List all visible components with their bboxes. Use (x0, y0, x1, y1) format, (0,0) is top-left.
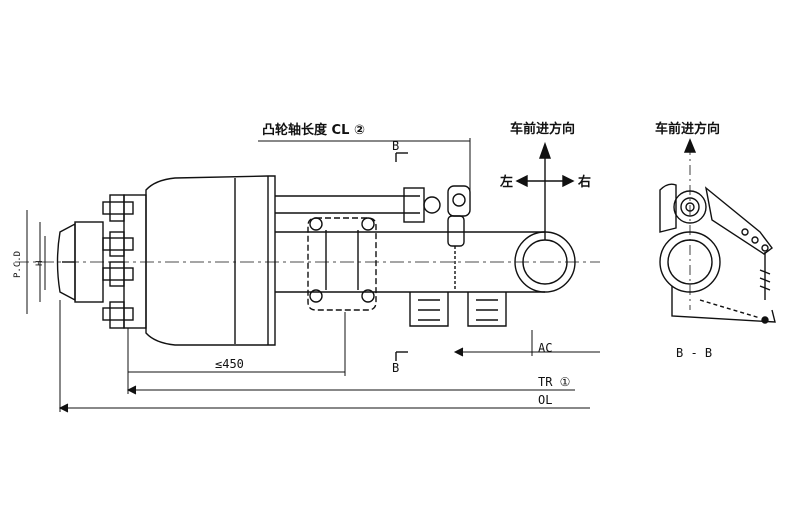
brake-drum (145, 175, 276, 346)
forward-direction-label: 车前进方向 (510, 121, 575, 137)
forward-direction-section-label: 车前进方向 (655, 121, 720, 137)
spring-seats (409, 292, 507, 327)
section-b-label-top: B (392, 139, 399, 153)
section-view-label: B - B (676, 346, 712, 360)
slack-adjuster (423, 185, 471, 290)
direction-arrows (515, 141, 575, 240)
camshaft-length-label: 凸轮轴长度 CL ② (262, 122, 365, 138)
section-b-label-bottom: B (392, 361, 399, 375)
h-label: H (35, 261, 45, 266)
dim-450-label: ≤450 (215, 357, 244, 371)
tr-label: TR ① (538, 375, 570, 389)
pcd-label: P.C.D (13, 251, 23, 278)
brake-chamber-bracket (307, 217, 377, 311)
right-label: 右 (577, 174, 591, 190)
left-label: 左 (500, 174, 513, 190)
wheel-hub-flange (56, 221, 104, 303)
camshaft (275, 187, 425, 223)
ol-label: OL (538, 393, 552, 407)
dimension-lines (26, 138, 600, 413)
wheel-studs (102, 194, 147, 329)
section-bb-view (659, 138, 776, 324)
ac-label: AC (538, 341, 552, 355)
section-b-markers (395, 152, 408, 361)
